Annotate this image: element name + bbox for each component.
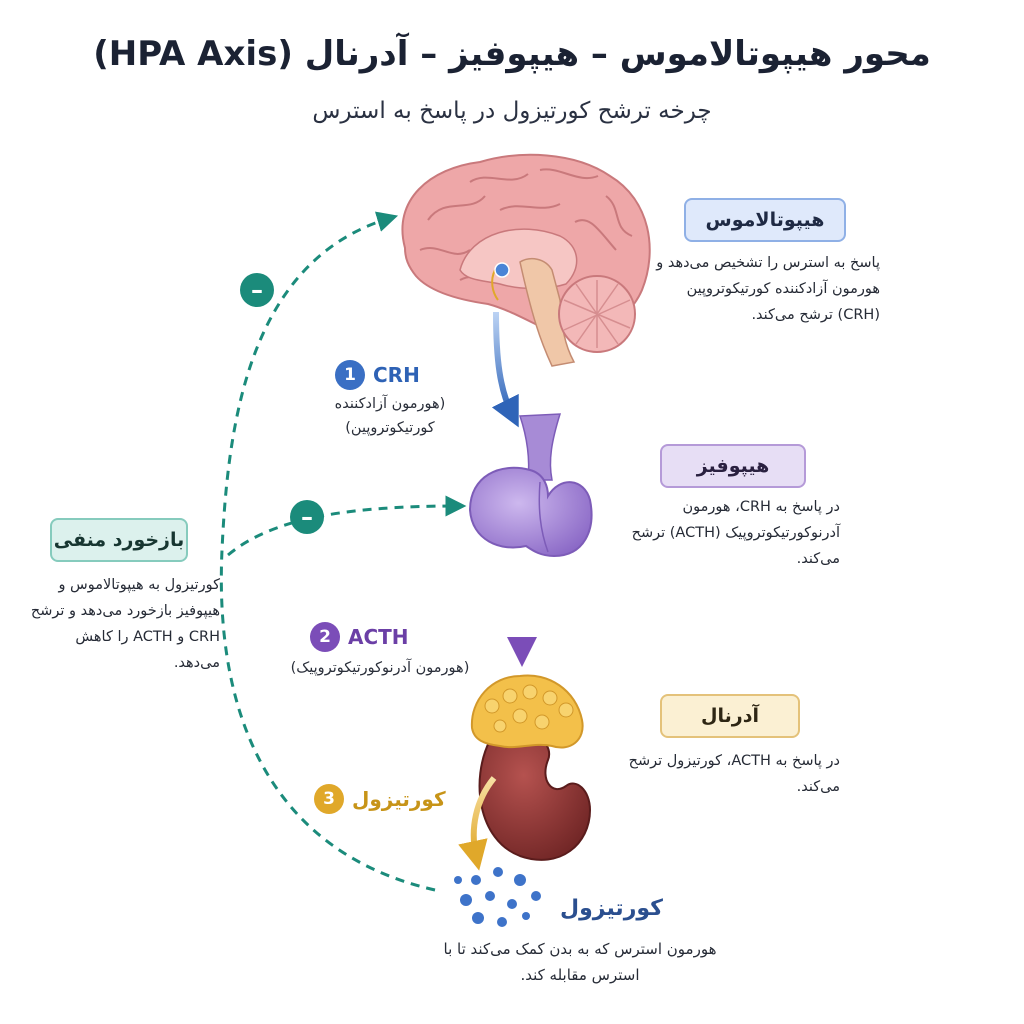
step-name: ACTH	[348, 625, 409, 649]
step-acth-subtitle: (هورمون آدرنوکورتیکوتروپیک)	[290, 660, 470, 676]
pituitary-label: هیپوفیز	[660, 444, 806, 488]
feedback-line-to-pituitary	[227, 495, 467, 557]
feedback-line-to-hypothalamus	[219, 211, 436, 892]
adrenal-description: در پاسخ به ACTH، کورتیزول ترشح می‌کند.	[628, 753, 840, 795]
hypothalamus-description: پاسخ به استرس را تشخیص می‌دهد و هورمون آ…	[656, 255, 880, 323]
step-acth: 2 ACTH	[310, 622, 409, 652]
adrenal-label: آدرنال	[660, 694, 800, 738]
minus-icon: –	[240, 273, 274, 307]
minus-icon: –	[290, 500, 324, 534]
brain-illustration	[401, 153, 651, 367]
step-name: کورتیزول	[352, 787, 446, 811]
negative-feedback-description: کورتیزول به هیپوتالاموس و هیپوفیز بازخور…	[30, 577, 220, 671]
hypothalamus-label: هیپوتالاموس	[684, 198, 846, 242]
negative-feedback-lines	[219, 211, 467, 892]
negative-feedback-label: بازخورد منفی	[50, 518, 188, 562]
step-crh-subtitle: (هورمون آزادکننده کورتیکوتروپین)	[334, 396, 446, 436]
pituitary-illustration	[468, 413, 593, 558]
crh-arrow	[491, 311, 519, 428]
adrenal-kidney-illustration	[470, 674, 592, 861]
page-subtitle: چرخه ترشح کورتیزول در پاسخ به استرس	[312, 98, 712, 124]
pituitary-description: در پاسخ به CRH، هورمون آدرنوکورتیکوتروپی…	[631, 499, 840, 567]
page-title: محور هیپوتالاموس – هیپوفیز – آدرنال (HPA…	[93, 34, 931, 74]
cortisol-molecules	[454, 867, 541, 927]
cortisol-arrow	[458, 776, 497, 871]
step-cortisol: 3 کورتیزول	[314, 784, 446, 814]
step-crh: 1 CRH	[335, 360, 420, 390]
cortisol-description: هورمون استرس که به بدن کمک می‌کند تا با …	[443, 940, 717, 984]
step-number-badge: 2	[310, 622, 340, 652]
cortisol-label: کورتیزول	[560, 896, 663, 921]
step-name: CRH	[373, 363, 420, 387]
step-number-badge: 1	[335, 360, 365, 390]
step-number-badge: 3	[314, 784, 344, 814]
